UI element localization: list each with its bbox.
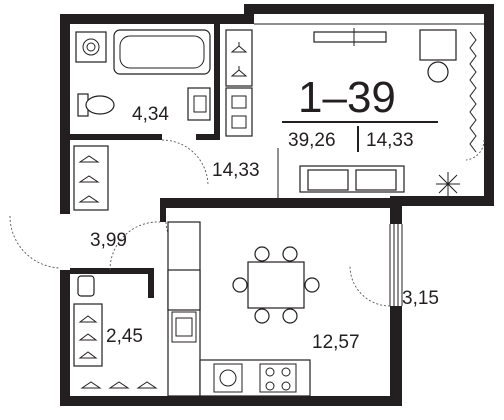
living-room-furniture — [277, 28, 477, 198]
apartment-label: 1–39 39,26 14,33 — [282, 73, 438, 152]
hallway-area: 3,99 — [90, 230, 127, 251]
total-area: 39,26 — [288, 130, 336, 151]
hanger-icons — [73, 29, 253, 389]
room-areas: 4,34 14,33 3,99 2,45 12,57 3,15 — [90, 104, 439, 353]
walls — [60, 4, 494, 406]
balcony-area: 3,15 — [402, 288, 439, 309]
sink-icon — [187, 87, 211, 121]
kitchen-furniture — [167, 221, 320, 397]
storage-area: 2,45 — [106, 326, 143, 347]
toilet-icon — [77, 93, 115, 117]
washing-machine-icon — [75, 31, 107, 63]
dining-table-icon — [232, 246, 320, 324]
apartment-number: 1–39 — [298, 73, 396, 122]
kitchen-area: 12,57 — [312, 332, 360, 353]
plant-icon — [436, 172, 460, 196]
living-area: 14,33 — [366, 130, 414, 151]
living-room-area: 14,33 — [212, 160, 260, 181]
sofa-icon — [299, 165, 405, 193]
kitchen-sink-icon — [171, 311, 197, 343]
stove-icon — [259, 363, 297, 393]
doors — [9, 139, 485, 307]
window-lines — [254, 23, 484, 306]
dishwasher-icon — [213, 363, 243, 393]
bathroom-fixtures — [75, 29, 211, 121]
bathtub-icon — [113, 29, 211, 75]
bathroom-area: 4,34 — [132, 104, 169, 125]
